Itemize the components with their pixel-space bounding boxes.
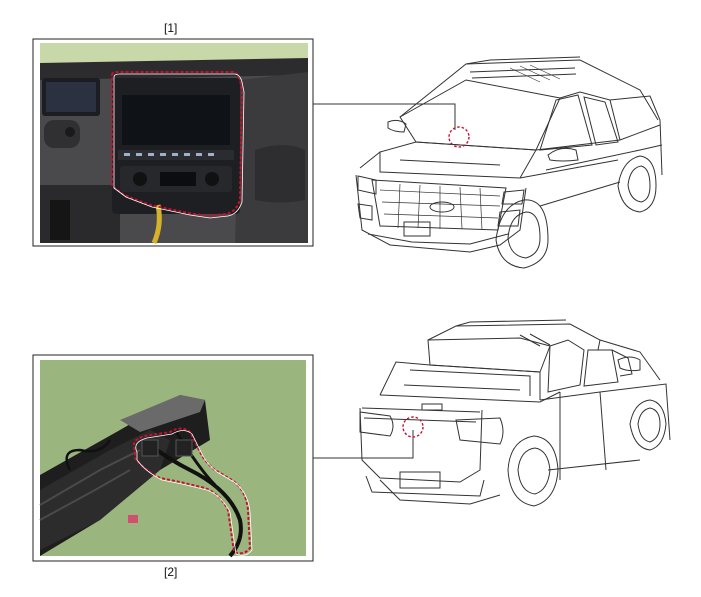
callout-label-1: [1] <box>164 21 178 35</box>
vehicle-front-line-art <box>355 56 663 269</box>
vehicle-rear-line-art <box>359 319 671 507</box>
leader-line-2 <box>313 430 414 459</box>
harness-photo <box>32 354 314 562</box>
callout-label-2: [2] <box>164 565 178 579</box>
highlight-marker-1 <box>448 126 470 148</box>
dashboard-photo <box>32 38 314 247</box>
highlight-marker-2 <box>402 416 424 438</box>
leader-line-1 <box>313 103 456 130</box>
